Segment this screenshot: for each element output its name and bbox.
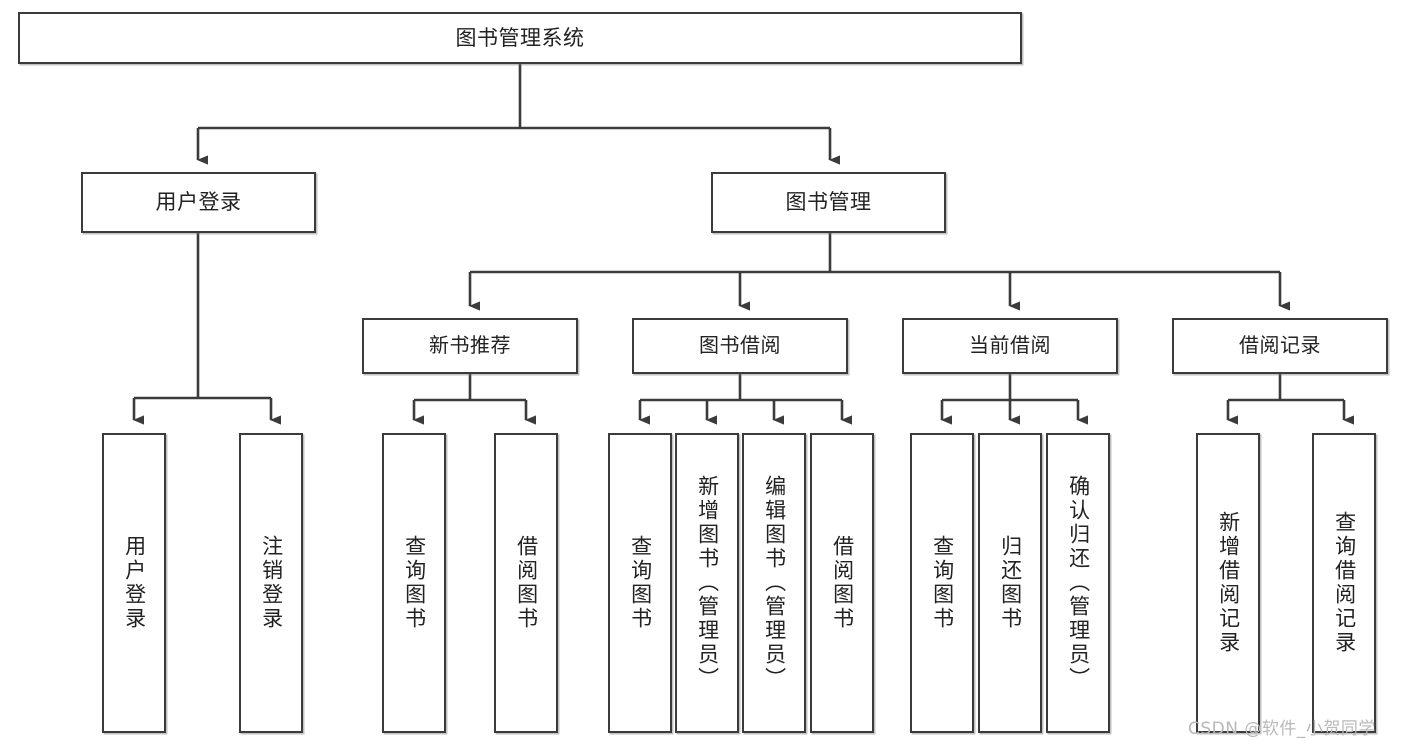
node-label: 编辑图书（管理员） xyxy=(762,475,787,691)
node-label: 查询图书 xyxy=(628,535,653,631)
node-label: 借阅图书 xyxy=(514,535,539,631)
node-current-borrowing[interactable]: 当前借阅 xyxy=(902,318,1118,374)
node-label: 借阅记录 xyxy=(1239,333,1321,358)
leaf-add-borrowing-record[interactable]: 新增借阅记录 xyxy=(1196,433,1260,733)
leaf-borrow-book-new-recommendation[interactable]: 借阅图书 xyxy=(494,433,558,733)
node-borrowing-record[interactable]: 借阅记录 xyxy=(1172,318,1388,374)
leaf-user-logout[interactable]: 注销登录 xyxy=(239,433,303,733)
node-label: 新书推荐 xyxy=(429,333,511,358)
node-book-management[interactable]: 图书管理 xyxy=(711,172,946,233)
node-root-book-management-system[interactable]: 图书管理系统 xyxy=(18,12,1022,64)
node-label: 查询借阅记录 xyxy=(1332,511,1357,655)
leaf-query-borrowing-record[interactable]: 查询借阅记录 xyxy=(1312,433,1376,733)
node-label: 新增借阅记录 xyxy=(1216,511,1241,655)
node-label: 新增图书（管理员） xyxy=(695,475,720,691)
leaf-borrow-book-borrowing[interactable]: 借阅图书 xyxy=(810,433,874,733)
leaf-return-book[interactable]: 归还图书 xyxy=(978,433,1042,733)
node-label: 用户登录 xyxy=(122,535,147,631)
leaf-query-book-new-recommendation[interactable]: 查询图书 xyxy=(382,433,446,733)
node-label: 用户登录 xyxy=(155,190,242,215)
leaf-edit-book-admin[interactable]: 编辑图书（管理员） xyxy=(742,433,806,733)
node-label: 注销登录 xyxy=(259,535,284,631)
node-label: 图书管理系统 xyxy=(455,25,585,50)
node-label: 图书借阅 xyxy=(699,333,781,358)
node-user-login[interactable]: 用户登录 xyxy=(81,172,316,233)
node-label: 图书管理 xyxy=(785,190,872,215)
leaf-query-book-current[interactable]: 查询图书 xyxy=(910,433,974,733)
node-label: 当前借阅 xyxy=(969,333,1051,358)
node-book-borrowing[interactable]: 图书借阅 xyxy=(632,318,848,374)
leaf-user-login[interactable]: 用户登录 xyxy=(102,433,166,733)
node-label: 查询图书 xyxy=(402,535,427,631)
node-new-book-recommendation[interactable]: 新书推荐 xyxy=(362,318,578,374)
leaf-query-book-borrowing[interactable]: 查询图书 xyxy=(608,433,672,733)
node-label: 确认归还（管理员） xyxy=(1066,475,1091,691)
csdn-watermark: CSDN @软件_小贺同学 xyxy=(1188,719,1376,739)
node-label: 归还图书 xyxy=(998,535,1023,631)
leaf-add-book-admin[interactable]: 新增图书（管理员） xyxy=(675,433,739,733)
node-label: 借阅图书 xyxy=(830,535,855,631)
leaf-confirm-return-admin[interactable]: 确认归还（管理员） xyxy=(1046,433,1110,733)
node-label: 查询图书 xyxy=(930,535,955,631)
